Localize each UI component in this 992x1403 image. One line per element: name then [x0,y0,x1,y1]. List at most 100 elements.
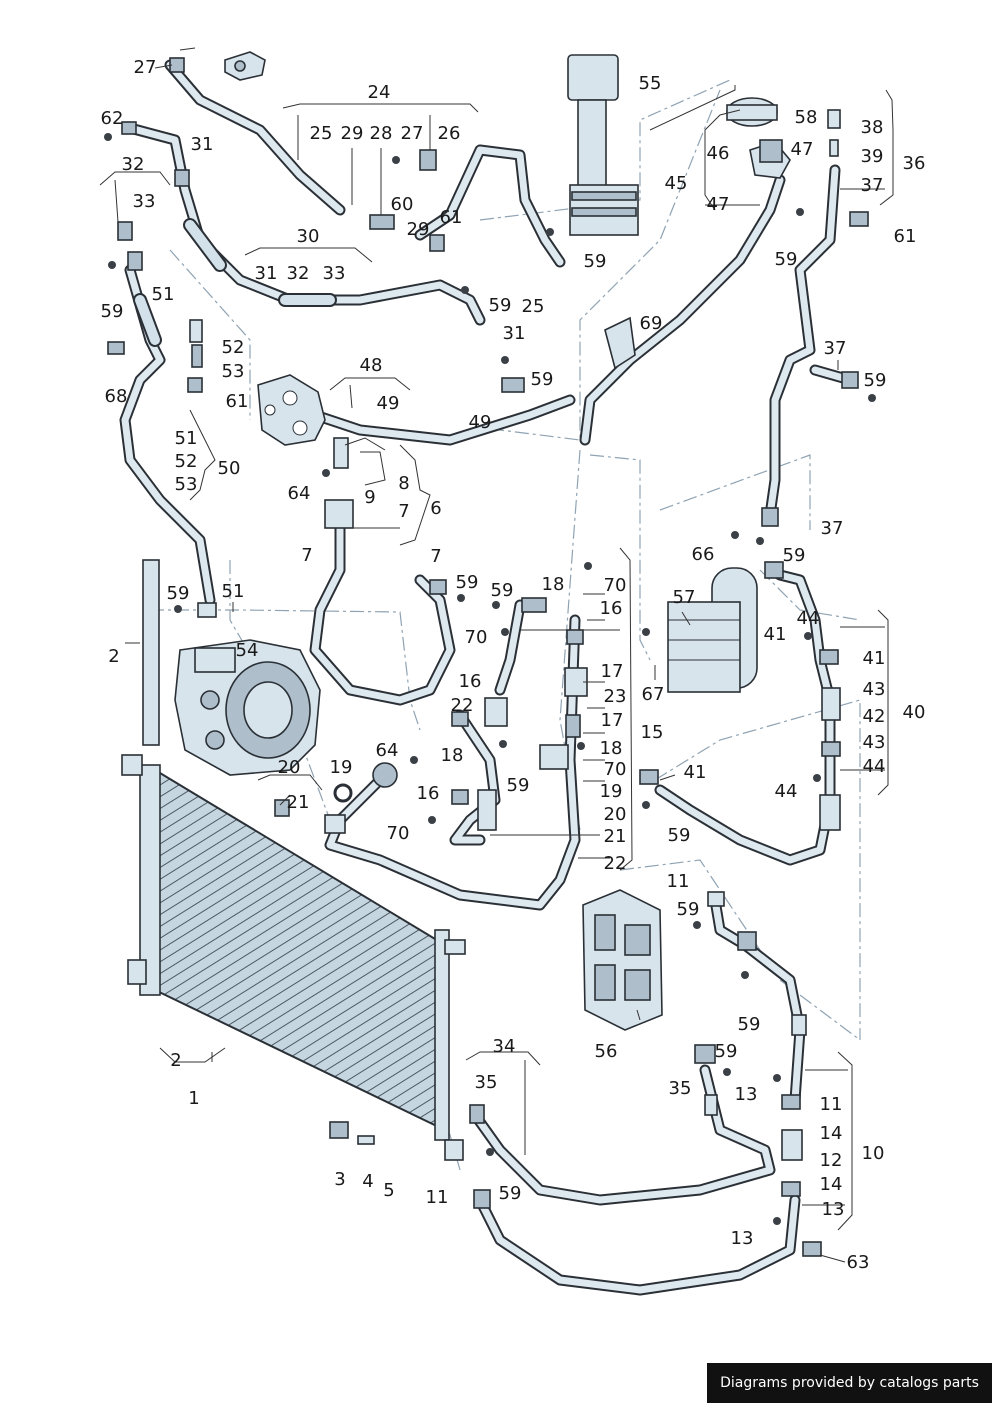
callout-7: 7 [398,501,409,522]
callout-53: 53 [175,474,198,495]
callout-46: 46 [707,143,730,164]
accumulator-57 [667,567,758,693]
callout-11: 11 [667,871,690,892]
callout-59: 59 [489,295,512,316]
callout-59: 59 [101,301,124,322]
callout-20: 20 [278,757,301,778]
left-vertical-line [119,264,216,606]
leader-lines [99,47,894,1263]
callout-19: 19 [600,781,623,802]
callout-64: 64 [288,483,311,504]
callout-17: 17 [601,710,624,731]
callout-17: 17 [601,661,624,682]
bolts [104,133,876,1225]
callout-1: 1 [188,1088,199,1109]
callout-13: 13 [731,1228,754,1249]
callout-2: 2 [170,1050,181,1071]
callout-63: 63 [847,1252,870,1273]
callout-51: 51 [222,581,245,602]
callout-33: 33 [323,263,346,284]
callout-31: 31 [503,323,526,344]
callout-32: 32 [287,263,310,284]
callout-41: 41 [764,624,787,645]
callout-61: 61 [894,226,917,247]
callout-54: 54 [236,640,259,661]
right-middle-lines [654,569,836,1106]
callout-30: 30 [297,226,320,247]
callout-18: 18 [600,738,623,759]
receiver-dryer-tube [142,559,160,746]
callout-27: 27 [401,123,424,144]
callout-13: 13 [822,1199,845,1220]
callout-61: 61 [440,207,463,228]
callout-41: 41 [863,648,886,669]
callout-6: 6 [430,498,441,519]
lower-lines [469,1064,801,1296]
callout-44: 44 [775,781,798,802]
callout-59: 59 [456,572,479,593]
callout-51: 51 [152,284,175,305]
callout-27: 27 [134,57,157,78]
flange-plate-48 [257,374,326,446]
callout-42: 42 [863,706,886,727]
credit-banner: Diagrams provided by catalogs parts [707,1363,992,1403]
callout-8: 8 [398,473,409,494]
callout-12: 12 [820,1150,843,1171]
callout-23: 23 [604,686,627,707]
callout-21: 21 [604,826,627,847]
callout-62: 62 [101,108,124,129]
condenser [121,559,466,1161]
callout-68: 68 [105,386,128,407]
callout-14: 14 [820,1174,843,1195]
callout-25: 25 [522,296,545,317]
callout-52: 52 [175,451,198,472]
callout-7: 7 [430,546,441,567]
reference-lines [150,79,861,1171]
callout-47: 47 [707,194,730,215]
callout-16: 16 [417,783,440,804]
callout-15: 15 [641,722,664,743]
callout-59: 59 [715,1041,738,1062]
callout-59: 59 [738,1014,761,1035]
callout-59: 59 [167,583,190,604]
heat-exchanger-55 [567,54,639,236]
callout-5: 5 [383,1180,394,1201]
pressure-line-right [579,164,856,521]
callout-70: 70 [465,627,488,648]
compressor-lines [309,514,581,911]
callout-38: 38 [861,117,884,138]
callout-59: 59 [668,825,691,846]
callout-70: 70 [604,759,627,780]
suction-line-upper [124,59,566,326]
callout-55: 55 [639,73,662,94]
callout-29: 29 [407,219,430,240]
callout-11: 11 [426,1187,449,1208]
callout-52: 52 [222,337,245,358]
callout-9: 9 [364,487,375,508]
callout-39: 39 [861,146,884,167]
callout-66: 66 [692,544,715,565]
callout-59: 59 [677,899,700,920]
callout-33: 33 [133,191,156,212]
callout-59: 59 [775,249,798,270]
callout-24: 24 [368,82,391,103]
callout-10: 10 [862,1143,885,1164]
callout-45: 45 [665,173,688,194]
callout-67: 67 [642,684,665,705]
callout-59: 59 [783,545,806,566]
expansion-valve [224,51,266,81]
callout-70: 70 [387,823,410,844]
callout-44: 44 [863,756,886,777]
callout-69: 69 [640,313,663,334]
callout-34: 34 [493,1036,516,1057]
callout-18: 18 [441,745,464,766]
part-69 [604,316,636,370]
callout-36: 36 [903,153,926,174]
callout-19: 19 [330,757,353,778]
callout-60: 60 [391,194,414,215]
callout-41: 41 [684,762,707,783]
callout-57: 57 [673,587,696,608]
callout-11: 11 [820,1094,843,1115]
